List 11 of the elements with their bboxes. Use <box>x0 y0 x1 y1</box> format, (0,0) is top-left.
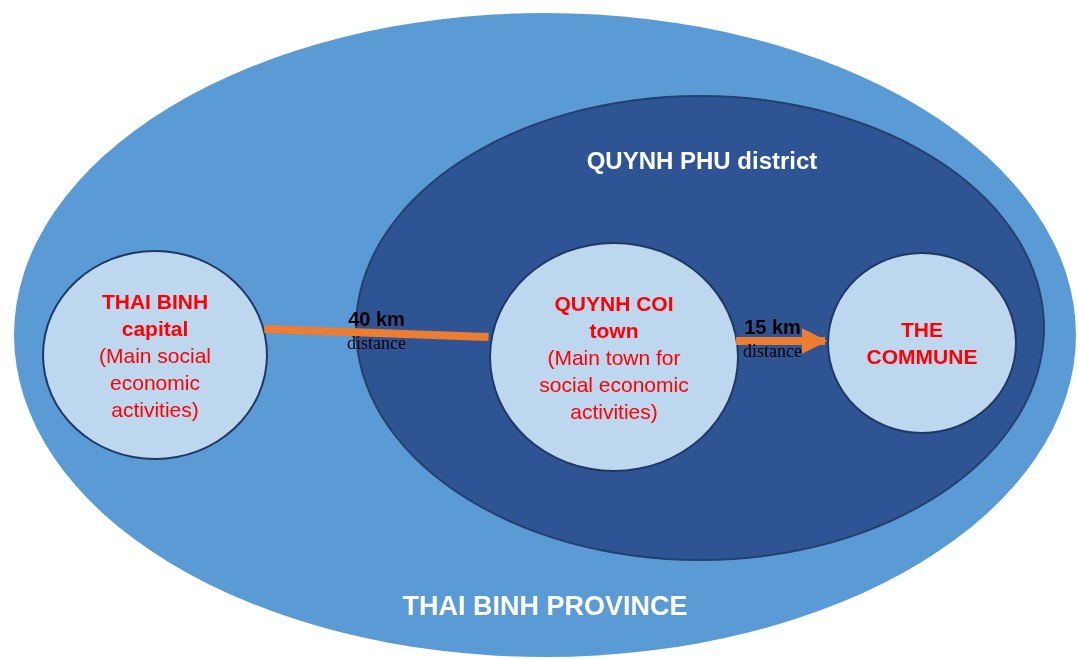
place-description: (Main town for social economic activities) <box>538 344 690 425</box>
arrow <box>736 328 828 354</box>
place-name: THAI BINH capital <box>100 288 210 342</box>
connector-line <box>264 325 489 341</box>
place-description: (Main social economic activities) <box>97 342 212 423</box>
edge-label: 15 km distance <box>743 315 802 363</box>
edge-label: 40 km distance <box>347 307 406 355</box>
place-name: QUYNH COI town <box>553 290 675 344</box>
region-title: QUYNH PHU district <box>585 147 819 175</box>
region-title: THAI BINH PROVINCE <box>401 591 689 622</box>
place-name: THE COMMUNE <box>865 317 979 370</box>
